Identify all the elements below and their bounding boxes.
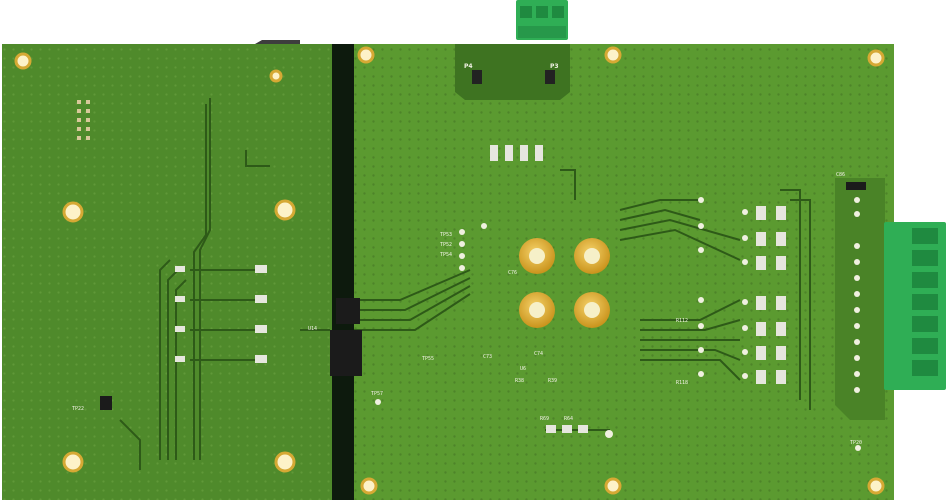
right-traces (354, 169, 811, 431)
label-u14: U14 (308, 326, 317, 332)
right-terminal-block (884, 222, 946, 390)
label-tp20: TP20 (850, 440, 862, 446)
mounting-holes (14, 46, 885, 495)
label-tp57: TP57 (371, 391, 383, 397)
label-c86: C86 (836, 172, 845, 178)
label-tp53: TP53 (440, 232, 452, 238)
label-tp22: TP22 (72, 406, 84, 412)
label-tp55: TP55 (422, 356, 434, 362)
label-r69: R69 (540, 416, 549, 422)
left-board (2, 40, 332, 500)
label-tp54: TP54 (440, 252, 452, 258)
gold-pads (519, 238, 610, 328)
board-gap (332, 44, 354, 500)
label-r39: R39 (548, 378, 557, 384)
right-board (354, 44, 894, 500)
label-u6: U6 (520, 366, 526, 372)
silkscreen-labels: P4 P3 TP57 TP20 TP22 TP55 R118 R112 C86 … (72, 63, 862, 446)
label-c74: C74 (534, 351, 543, 357)
top-terminal-block (516, 0, 568, 40)
label-r64: R64 (564, 416, 573, 422)
label-r118: R118 (676, 380, 688, 386)
label-p3: P3 (550, 63, 559, 70)
label-tp52: TP52 (440, 242, 452, 248)
label-c76: C76 (508, 270, 517, 276)
label-r38: R38 (515, 378, 524, 384)
label-c73: C73 (483, 354, 492, 360)
label-r112: R112 (676, 318, 688, 324)
label-p4: P4 (464, 63, 473, 70)
left-traces (119, 98, 330, 470)
components (77, 70, 866, 451)
